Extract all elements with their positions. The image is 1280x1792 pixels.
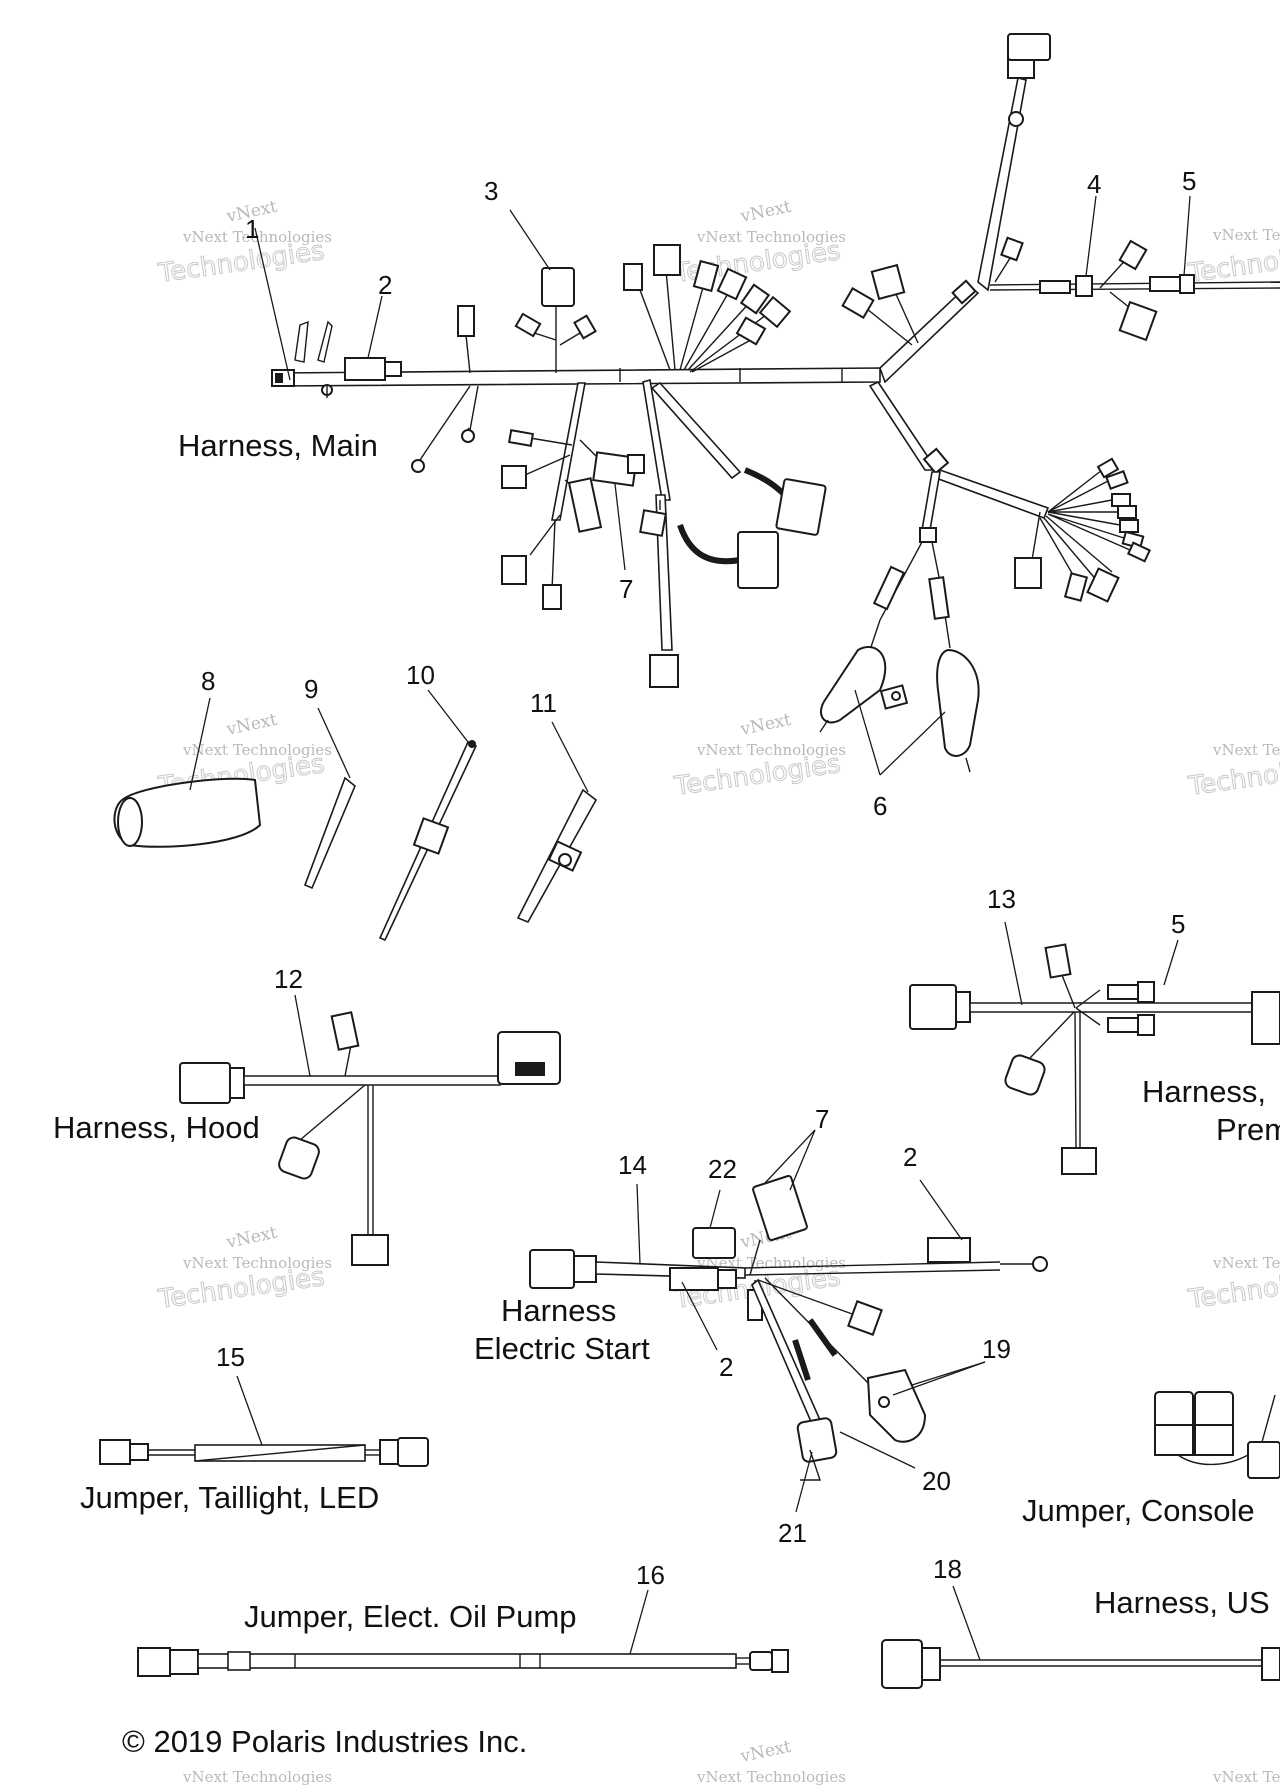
callout-21: 21 [778,1518,807,1548]
connector-lower-right [775,478,827,536]
relay-22 [692,1227,736,1259]
part-11-edge-clip [516,788,598,924]
callout-3: 3 [484,176,498,206]
part-10-cable-tie-clip [378,740,478,942]
sensor-6-left [820,645,887,724]
harness-premium [909,943,1280,1175]
connector-top-left [457,305,475,337]
svg-text:vNext Technologies: vNext Technologies [696,1768,846,1786]
fuse-holder-2b [927,1237,971,1263]
callout-19: 19 [982,1334,1011,1364]
sensor-6-right [936,648,980,757]
connector-lower-left-1 [501,465,527,489]
svg-text:vNext: vNext [738,710,793,740]
fuse-holder-2 [344,357,386,381]
callout-16: 16 [636,1560,665,1590]
callout-4: 4 [1087,169,1101,199]
callout-2c: 2 [719,1352,733,1382]
callout-10: 10 [406,660,435,690]
watermark-low-right: vNext Technologies Technologies [1185,1254,1280,1316]
connector-fan-1 [623,263,643,291]
callout-5b: 5 [1171,909,1185,939]
connector-top-far [1007,33,1051,61]
switch-21 [796,1417,838,1463]
jumper-console [1154,1391,1280,1479]
callout-7: 7 [619,574,633,604]
callout-15: 15 [216,1342,245,1372]
callout-20: 20 [922,1466,951,1496]
harness-titles: Harness, Main Harness, Hood Harness Elec… [53,428,1280,1634]
harness-hood [179,1011,561,1266]
part-8-conduit [113,777,262,848]
callout-9: 9 [304,674,318,704]
svg-text:vNext: vNext [224,710,279,740]
svg-text:vNext Technologies: vNext Technologies [1212,741,1280,759]
callout-22: 22 [708,1154,737,1184]
connector-lower-center-2 [737,531,779,589]
callout-8: 8 [201,666,215,696]
callout-6: 6 [873,791,887,821]
watermark-top-right: vNext Technologies Technologies [1185,226,1280,290]
leader-lines [189,195,1191,1661]
title-jumper-oil-pump: Jumper, Elect. Oil Pump [244,1599,577,1634]
title-harness-electric-start-1: Harness [501,1293,616,1328]
callout-numbers: 1 2 3 4 5 6 7 8 9 10 11 12 13 5 7 2 14 2… [201,166,1196,1590]
svg-text:vNext Technologies: vNext Technologies [182,741,332,759]
svg-text:vNext: vNext [738,1737,793,1767]
callout-12: 12 [274,964,303,994]
watermark-low-left: vNext vNext Technologies Technologies [155,1223,332,1316]
watermark-mid-middle: vNext vNext Technologies Technologies [671,710,846,803]
callout-1: 1 [245,214,259,244]
svg-text:vNext Technologies: vNext Technologies [696,228,846,246]
jumper-electric-oil-pump [137,1647,789,1677]
connector-5 [1179,274,1195,294]
title-harness-premium-1: Harness, [1142,1074,1266,1109]
boot-19 [866,1368,927,1443]
callout-5: 5 [1182,166,1196,196]
callout-2b: 2 [903,1142,917,1172]
relay-3 [541,267,575,307]
connector-lower-left-2 [501,555,527,585]
svg-text:vNext Technologies: vNext Technologies [1212,1768,1280,1786]
svg-text:vNext: vNext [738,197,793,227]
watermark-top-left: vNext vNext Technologies Technologies [155,197,332,290]
svg-text:vNext Technologies: vNext Technologies [182,1254,332,1272]
main-harness [271,33,1280,773]
title-harness-hood: Harness, Hood [53,1110,260,1145]
title-jumper-taillight: Jumper, Taillight, LED [80,1480,379,1515]
copyright-text: © 2019 Polaris Industries Inc. [122,1724,527,1759]
connector-7b [752,1174,808,1242]
part-9-cable-tie [303,776,356,890]
title-harness-premium-2: Prem [1216,1112,1280,1147]
svg-text:vNext Technologies: vNext Technologies [696,741,846,759]
connector-4 [1075,275,1093,297]
callout-14: 14 [618,1150,647,1180]
svg-text:vNext: vNext [224,1223,279,1253]
title-harness-usb: Harness, US [1094,1585,1270,1620]
callout-18: 18 [933,1554,962,1584]
harness-electric-start [529,1174,1048,1481]
branch-lower-left [551,382,586,521]
svg-text:vNext Technologies: vNext Technologies [182,1768,332,1786]
callout-2: 2 [378,270,392,300]
connector-right-down [1014,557,1042,589]
title-jumper-console: Jumper, Console [1022,1493,1255,1528]
connector-lower-center [649,654,679,688]
svg-text:vNext Technologies: vNext Technologies [1212,1254,1280,1272]
branch-right-up [879,283,980,384]
callout-11: 11 [530,688,557,718]
title-harness-main: Harness, Main [178,428,378,463]
watermark-bottom: vNext vNext Technologies vNext Technolog… [182,1737,1280,1786]
watermark-mid-right: vNext Technologies Technologies [1185,741,1280,803]
connector-fan-2 [653,244,681,276]
title-harness-electric-start-2: Electric Start [474,1331,650,1366]
fuse-2-lower [669,1267,719,1291]
harness-usb [881,1639,1280,1689]
callout-13: 13 [987,884,1016,914]
branch-right-down [868,380,940,471]
callout-7b: 7 [815,1104,829,1134]
svg-text:vNext Technologies: vNext Technologies [1212,226,1280,244]
jumper-taillight-led [99,1437,429,1467]
